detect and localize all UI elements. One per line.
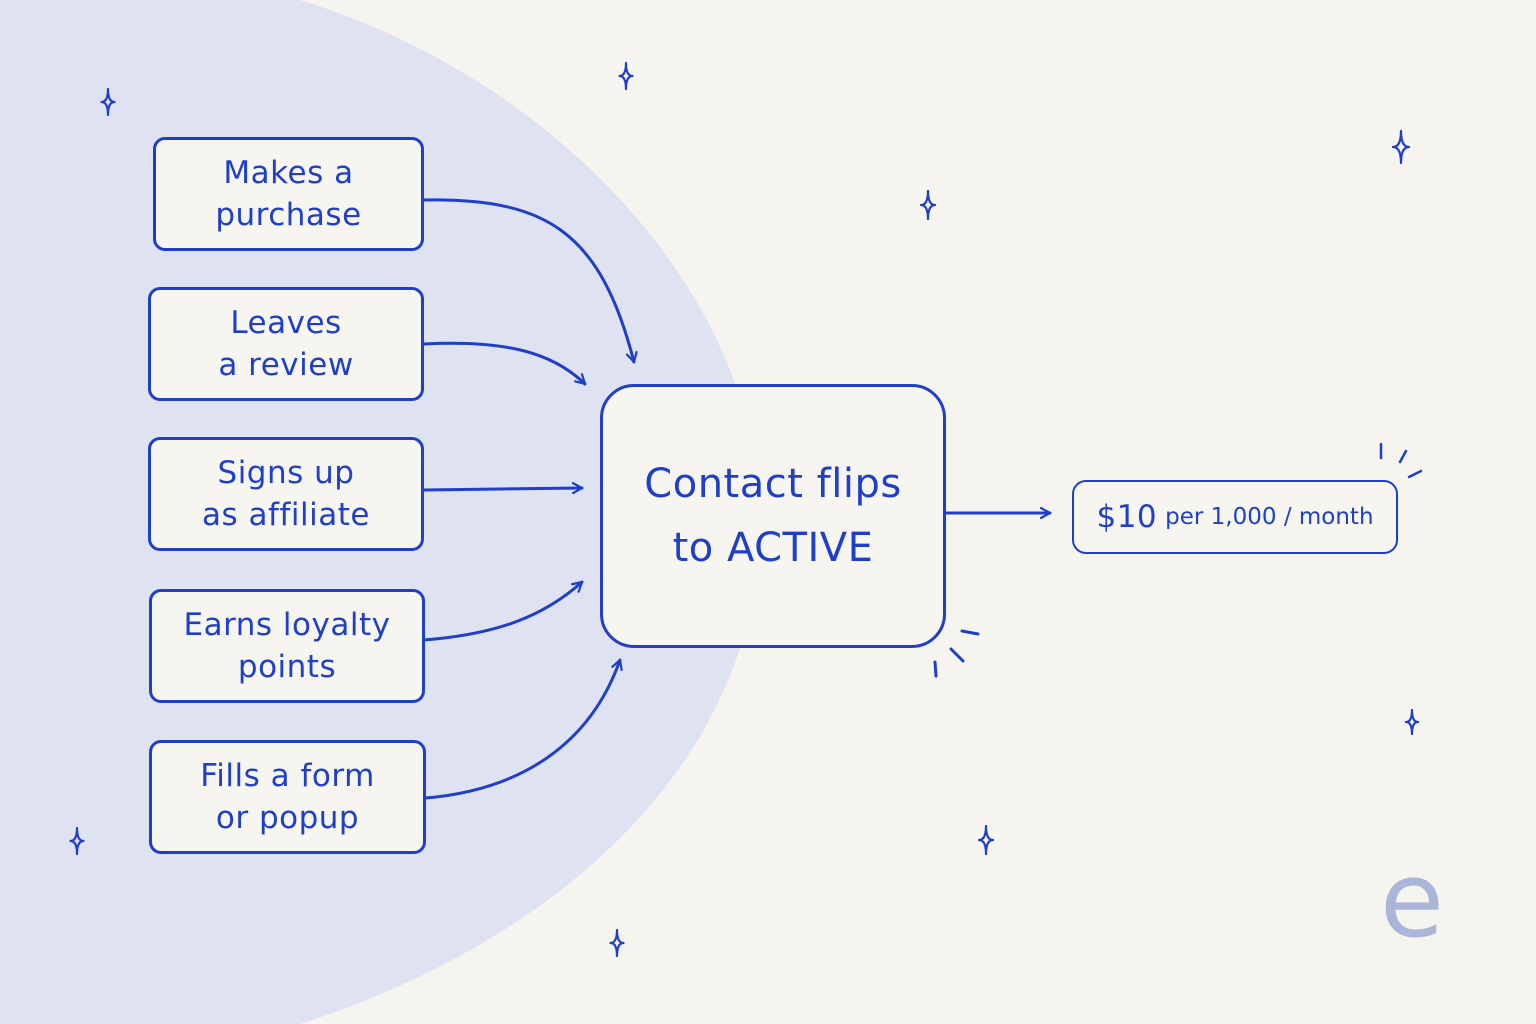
trigger-box-review: Leaves a review xyxy=(148,287,424,401)
price-amount: $10 xyxy=(1096,499,1158,535)
active-status-line-1: Contact flips xyxy=(644,461,902,507)
sparkle-icon xyxy=(618,61,634,91)
arrow-purchase-to-active xyxy=(422,198,634,364)
trigger-label-line-2: or popup xyxy=(215,800,360,836)
price-unit: per 1,000 / month xyxy=(1165,504,1374,530)
price-burst-lines xyxy=(1379,442,1423,479)
arrow-form-to-active xyxy=(424,658,620,800)
sparkle-icon xyxy=(1391,129,1411,165)
active-status-box: Contact flips to ACTIVE xyxy=(600,384,946,648)
trigger-label-line-2: purchase xyxy=(215,197,362,233)
trigger-box-purchase: Makes a purchase xyxy=(153,137,424,251)
sparkle-icon xyxy=(609,928,625,958)
active-status-line-2: to ACTIVE xyxy=(672,525,874,571)
center-burst-lines xyxy=(933,629,980,678)
trigger-label-line-2: points xyxy=(237,649,337,685)
trigger-label-line-2: a review xyxy=(218,347,354,383)
brand-logo-icon: e xyxy=(1380,839,1444,961)
sparkle-icon xyxy=(69,826,85,856)
sparkle-icon xyxy=(919,189,937,221)
arrow-review-to-active xyxy=(422,341,587,386)
trigger-box-affiliate: Signs up as affiliate xyxy=(148,437,424,551)
trigger-label-line-1: Earns loyalty xyxy=(183,607,391,643)
trigger-label-line-1: Signs up xyxy=(217,455,355,491)
trigger-label-line-2: as affiliate xyxy=(202,497,370,533)
sparkle-icon xyxy=(100,87,116,117)
price-box: $10 per 1,000 / month xyxy=(1072,480,1398,554)
arrow-loyalty-to-active xyxy=(422,580,584,642)
sparkle-icon xyxy=(1404,708,1420,736)
trigger-label-line-1: Fills a form xyxy=(200,758,375,794)
trigger-label-line-1: Leaves xyxy=(230,305,342,341)
trigger-box-form: Fills a form or popup xyxy=(149,740,426,854)
arrow-affiliate-to-active xyxy=(422,488,584,490)
trigger-label-line-1: Makes a xyxy=(223,155,354,191)
trigger-box-loyalty: Earns loyalty points xyxy=(149,589,425,703)
sparkle-icon xyxy=(977,824,995,856)
